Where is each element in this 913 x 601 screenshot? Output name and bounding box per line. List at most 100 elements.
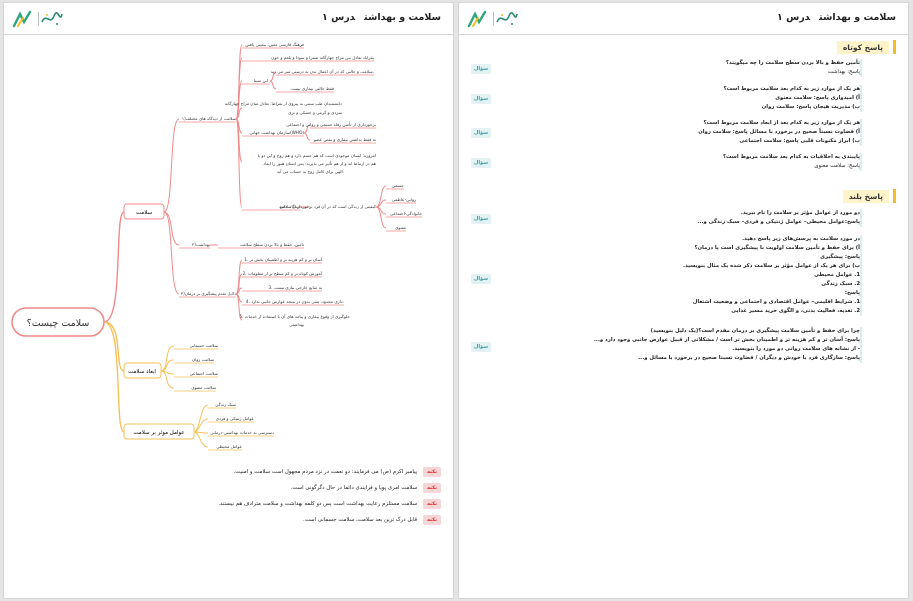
branch-avamel: عوامل موثر بر سلامت [133,430,184,436]
node-pish-2: 2. آموزش کوتاه تر و کم سطح تر از معلومات [243,271,323,276]
node-avamel-3: دسترسی به خدمات بهداشتی-درمانی [210,430,274,435]
note-text: سلامت مستلزم رعایت بهداشت است پس دو کلمه… [218,501,418,507]
node-aspect-2: روانی-عاطفی [392,197,416,202]
question-line: آ) برای حفظ و تأمین سلامت اولویت با پیشگ… [694,245,860,251]
long-question-3: سؤال چرا برای حفظ و تأمین سلامت پیشگیری … [471,327,896,367]
answer-line: آ) قضاوت نسبتاً صحیح در برخورد با مسائل … [698,129,860,135]
question-body: پایبندی به اخلاقیات به کدام بعد سلامت مر… [485,153,862,171]
note-item: نکته قابل درک ترین بعد سلامت، سلامت جسمان… [303,513,441,527]
question-body: هر یک از موارد زیر به کدام بعد سلامت مرب… [485,85,862,112]
branch-node-abad [123,362,162,379]
note-item: نکته پیامبر اکرم (ص) می فرمایند: دو نعمت … [234,465,441,479]
node-abad-2: سلامت روان [192,357,214,362]
answer-line: آ) امیدواری پاسخ: سلامت معنوی [775,95,860,101]
node-who-2: نه فقط نداشتن بیماری و نقص عضو [313,137,376,142]
node-farhang: فرهنگ فارسی معین: بیعیبی یافتن [245,42,304,47]
note-badge: نکته [423,467,441,477]
note-text: سلامت امری پویا و فرایندی دائما در حال د… [290,485,418,491]
lesson-number: درس ۱ [776,12,811,23]
note-text: پیامبر اکرم (ص) می فرمایند: دو نعمت در ن… [233,469,418,475]
header-separator [38,12,39,26]
node-hakim-1: دانشمندان طب سنتی به پیروی از بقراط: تعا… [225,101,342,106]
answer-line: 2. سبک زندگی [821,281,860,287]
node-darman: بقرایاد تعادل بین مزاج چهارگانه صفرا و س… [271,55,374,60]
note-badge: نکته [423,515,441,525]
node-hakim-2: سردی و گرمی و خشکی و تری [288,110,342,115]
short-question-3: سؤال هر یک از موارد زیر به کدام بعد از ا… [471,119,896,147]
branch-salamat: سلامت [136,210,153,216]
title-text: سلامت و بهداشت [364,12,441,23]
long-answer-title: پاسخ بلند [842,189,889,203]
question-tag: سؤال [471,274,492,284]
question-text: پایبندی به اخلاقیات به کدام بعد سلامت مر… [722,154,860,160]
answer-line: پاسخ: پیشگیری [820,254,860,260]
node-avamel-4: عوامل محیطی [216,444,242,449]
answer-line: ب) مدیریت هیجان پاسخ: سلامت روان [761,104,860,110]
header-separator [493,12,494,26]
node-hefz-group: ۲)بهداشت [192,242,210,247]
page-title: سلامت و بهداشت درس ۱ [322,12,441,23]
node-aspect-1: جسمی [392,183,405,188]
long-answer-heading: پاسخ بلند [842,189,896,203]
node-abad-3: سلامت اجتماعی [190,371,219,376]
mind-map: سلامت چیست؟ سلامت ابعاد سلامت عوامل موثر… [11,42,422,451]
branch-node-salamat [123,203,165,220]
question-tag: سؤال [471,214,492,224]
question-body: دو مورد از عوامل مؤثر بر سلامت را نام بب… [485,209,862,227]
short-question-1: سؤال تأمین حفظ و بالا بردن سطح سلامت را … [471,59,896,79]
note-item: نکته سلامت امری پویا و فرایندی دائما در ح… [291,481,441,495]
short-answer-heading: پاسخ کوتاه [836,40,896,54]
calligraphy-logo-icon [496,12,518,25]
node-new-2: هم در ارتباط اند و از هم تأثیر می پذیرند… [263,160,376,166]
node-aspect-4: معنوی [395,225,406,230]
node-who: سازمان بهداشت جهانی(WHO) [250,130,305,135]
answer-line: 1. شرایط اقلیمی– عوامل اقتصادی و اجتماعی… [692,299,860,305]
mind-map-root-node [11,307,105,337]
page-header: سلامت و بهداشت درس ۱ [4,3,453,35]
node-avamel-2: عوامل ژنتیکی و فردی [216,416,255,421]
page-right: سلامت و بهداشت درس ۱ پاسخ کوتاه سؤال تأمی… [458,2,909,599]
node-pish-5b: بهداشتی [289,322,304,327]
node-def-group: ۱)سلامت از دیدگاه های مختلف [182,116,237,121]
question-tag: سؤال [471,94,492,104]
question-text: در مورد سلامت به پرسش‌های زیر پاسخ دهید. [742,236,860,242]
question-text: تأمین حفظ و بالا بردن سطح سلامت را چه می… [725,60,860,66]
lesson-number: درس ۱ [321,12,356,23]
answer-text: پاسخ: سلامت معنوی [814,163,860,169]
question-body: چرا برای حفظ و تأمین سلامت پیشگیری بر در… [485,327,862,363]
question-body: تأمین حفظ و بالا بردن سطح سلامت را چه می… [485,59,862,77]
node-new-1: امروزه: انسان موجودی است که هم جسم دارد … [258,153,376,158]
page-left: سلامت و بهداشت درس ۱ [3,2,454,599]
note-text: قابل درک ترین بعد سلامت، سلامت جسمانی اس… [303,517,418,523]
branch-node-avamel [123,423,195,440]
answer-line: پاسخ: [844,290,860,296]
node-new-3: الهی برای کامل روح به حساب می آید. [277,169,344,174]
heading-bar [893,189,896,203]
question-body: هر یک از موارد زیر به کدام بعد از ابعاد … [485,119,862,146]
question-body: در مورد سلامت به پرسش‌های زیر پاسخ دهید.… [485,235,862,316]
question-tag: سؤال [471,342,492,352]
answer-line: ب) ابراز مکنونات قلبی پاسخ: سلامت اجتماع… [739,138,860,144]
long-question-2: سؤال در مورد سلامت به پرسش‌های زیر پاسخ … [471,235,896,323]
question-text: دو مورد از عوامل مؤثر بر سلامت را نام بب… [740,210,860,216]
short-question-2: سؤال هر یک از موارد زیر به کدام بعد سلام… [471,85,896,113]
calligraphy-logo-icon [41,12,63,25]
answer-text: پاسخ:عوامل محیطی– عوامل ژنتیکی و فردی– س… [697,219,860,225]
brand-logo-icon [467,10,487,28]
page-title: سلامت و بهداشت درس ۱ [777,12,896,23]
answer-text: پاسخ: بهداشت [827,69,860,75]
title-text: سلامت و بهداشت [819,12,896,23]
question-line: - از نشانه های سلامت روانی دو مورد را بن… [732,346,860,352]
node-pish-3: 3. به منابع خارجی نیازی نیست [269,285,323,290]
note-badge: نکته [423,483,441,493]
node-pish-4: 4. داری محدود، یعنی بدون در نتیجه عوارض … [246,299,344,304]
short-answer-title: پاسخ کوتاه [836,40,889,54]
question-tag: سؤال [471,128,492,138]
node-jame-desc: کیفیتی از زندگی است که در آن فرد برخوردا… [279,204,376,209]
long-question-1: سؤال دو مورد از عوامل مؤثر بر سلامت را ن… [471,209,896,229]
node-hefz: تامین، حفظ و بالا بردن سطح سلامت [240,242,305,247]
node-aspect-3: خانوادگی-اجتماعی [390,211,422,216]
question-line: چرا برای حفظ و تأمین سلامت پیشگیری بر در… [650,328,860,334]
brand-logo-icon [12,10,32,28]
